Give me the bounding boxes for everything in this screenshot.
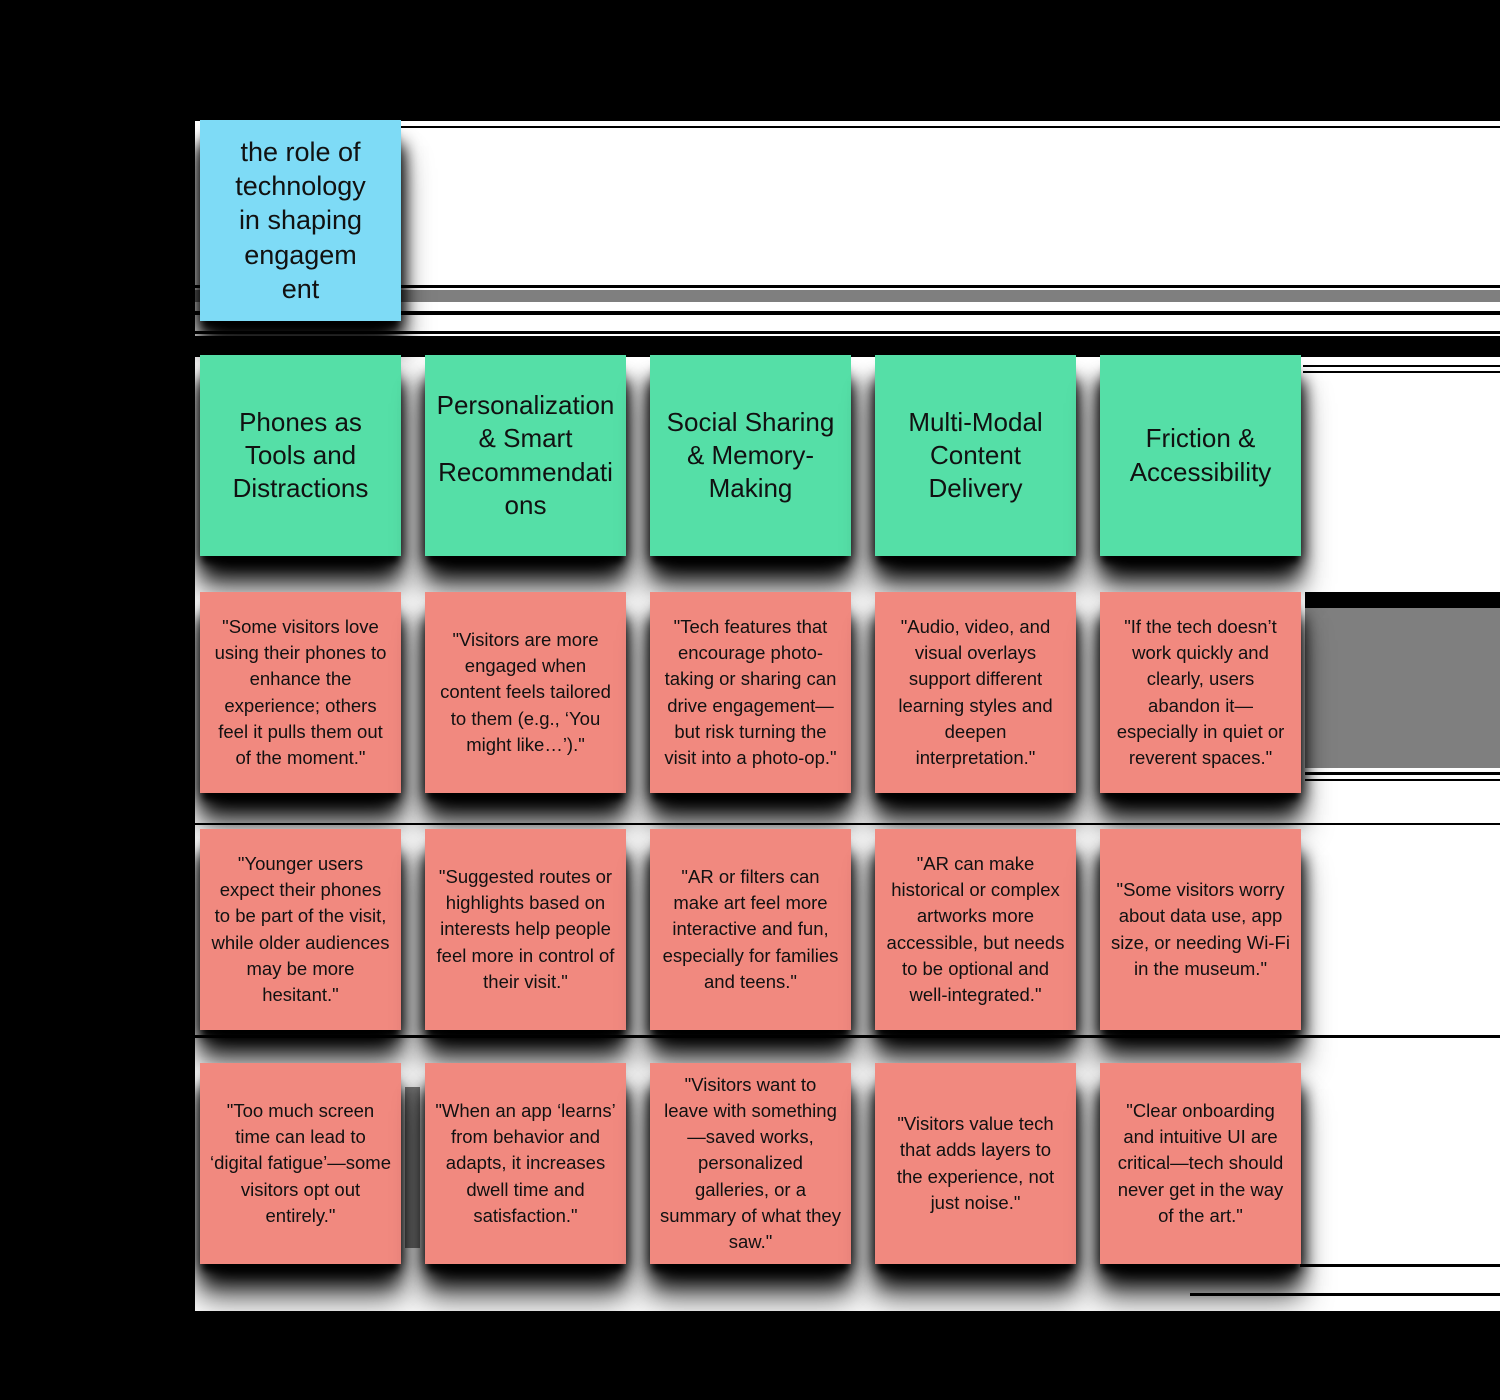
header-note-label: Personalization & Smart Recommendations (436, 390, 615, 520)
header-note-phones[interactable]: Phones as Tools and Distractions (200, 355, 401, 556)
quote-note-personalization-1[interactable]: "Visitors are more engaged when content … (425, 592, 626, 793)
quote-note-text: "Visitors want to leave with something—s… (660, 1073, 841, 1253)
quote-note-personalization-3[interactable]: "When an app ‘learns’ from behavior and … (425, 1063, 626, 1264)
shadow-line (195, 1035, 1500, 1038)
quote-note-text: "Audio, video, and visual overlays suppo… (898, 615, 1053, 769)
quote-note-phones-2[interactable]: "Younger users expect their phones to be… (200, 829, 401, 1030)
header-note-personalization[interactable]: Personalization & Smart Recommendations (425, 355, 626, 556)
shadow-line (1305, 772, 1500, 775)
gray-remnant-right (1305, 608, 1500, 768)
gray-remnant-vertical (405, 1087, 420, 1248)
quote-note-multi-modal-2[interactable]: "AR can make historical or complex artwo… (875, 829, 1076, 1030)
header-note-label: Multi-Modal Content Delivery (908, 406, 1043, 503)
quote-note-text: "Too much screen time can lead to ‘digit… (210, 1099, 391, 1226)
shadow-line (195, 331, 1500, 334)
topic-note-text: the role of technology in shaping engage… (235, 137, 366, 304)
shadow-line (1303, 365, 1500, 367)
quote-note-personalization-2[interactable]: "Suggested routes or highlights based on… (425, 829, 626, 1030)
quote-note-text: "Tech features that encourage photo-taki… (664, 615, 837, 769)
quote-note-text: "Some visitors worry about data use, app… (1111, 878, 1290, 979)
header-note-friction[interactable]: Friction & Accessibility (1100, 355, 1301, 556)
quote-note-friction-3[interactable]: "Clear onboarding and intuitive UI are c… (1100, 1063, 1301, 1264)
shadow-band (195, 336, 1500, 357)
quote-note-text: "Suggested routes or highlights based on… (436, 865, 615, 992)
quote-note-text: "Clear onboarding and intuitive UI are c… (1117, 1099, 1284, 1226)
quote-note-phones-1[interactable]: "Some visitors love using their phones t… (200, 592, 401, 793)
header-note-multi-modal[interactable]: Multi-Modal Content Delivery (875, 355, 1076, 556)
quote-note-phones-3[interactable]: "Too much screen time can lead to ‘digit… (200, 1063, 401, 1264)
header-note-label: Social Sharing & Memory-Making (666, 406, 835, 503)
quote-note-social-sharing-3[interactable]: "Visitors want to leave with something—s… (650, 1063, 851, 1264)
quote-note-text: "Visitors value tech that adds layers to… (896, 1112, 1055, 1213)
gray-remnant-band (195, 290, 1500, 302)
quote-note-text: "Younger users expect their phones to be… (211, 852, 390, 1006)
shadow-band (1305, 592, 1500, 608)
quote-note-text: "When an app ‘learns’ from behavior and … (435, 1099, 616, 1226)
quote-note-multi-modal-1[interactable]: "Audio, video, and visual overlays suppo… (875, 592, 1076, 793)
topic-note[interactable]: the role of technology in shaping engage… (200, 120, 401, 321)
shadow-line (195, 311, 1500, 315)
shadow-line (195, 823, 1500, 825)
quote-note-friction-1[interactable]: "If the tech doesn’t work quickly and cl… (1100, 592, 1301, 793)
shadow-line (195, 285, 1500, 288)
shadow-line (400, 126, 1500, 128)
header-note-label: Friction & Accessibility (1129, 423, 1272, 487)
quote-note-friction-2[interactable]: "Some visitors worry about data use, app… (1100, 829, 1301, 1030)
shadow-line (1300, 1264, 1500, 1267)
quote-note-text: "If the tech doesn’t work quickly and cl… (1116, 615, 1285, 769)
header-note-social-sharing[interactable]: Social Sharing & Memory-Making (650, 355, 851, 556)
header-note-label: Phones as Tools and Distractions (232, 406, 369, 503)
quote-note-social-sharing-1[interactable]: "Tech features that encourage photo-taki… (650, 592, 851, 793)
quote-note-text: "AR or filters can make art feel more in… (662, 865, 839, 992)
quote-note-text: "Some visitors love using their phones t… (214, 615, 387, 769)
quote-note-text: "AR can make historical or complex artwo… (886, 852, 1065, 1006)
shadow-line (1190, 1293, 1500, 1296)
shadow-line (1305, 779, 1500, 781)
quote-note-social-sharing-2[interactable]: "AR or filters can make art feel more in… (650, 829, 851, 1030)
quote-note-multi-modal-3[interactable]: "Visitors value tech that adds layers to… (875, 1063, 1076, 1264)
quote-note-text: "Visitors are more engaged when content … (440, 628, 611, 755)
shadow-line (1303, 371, 1500, 373)
